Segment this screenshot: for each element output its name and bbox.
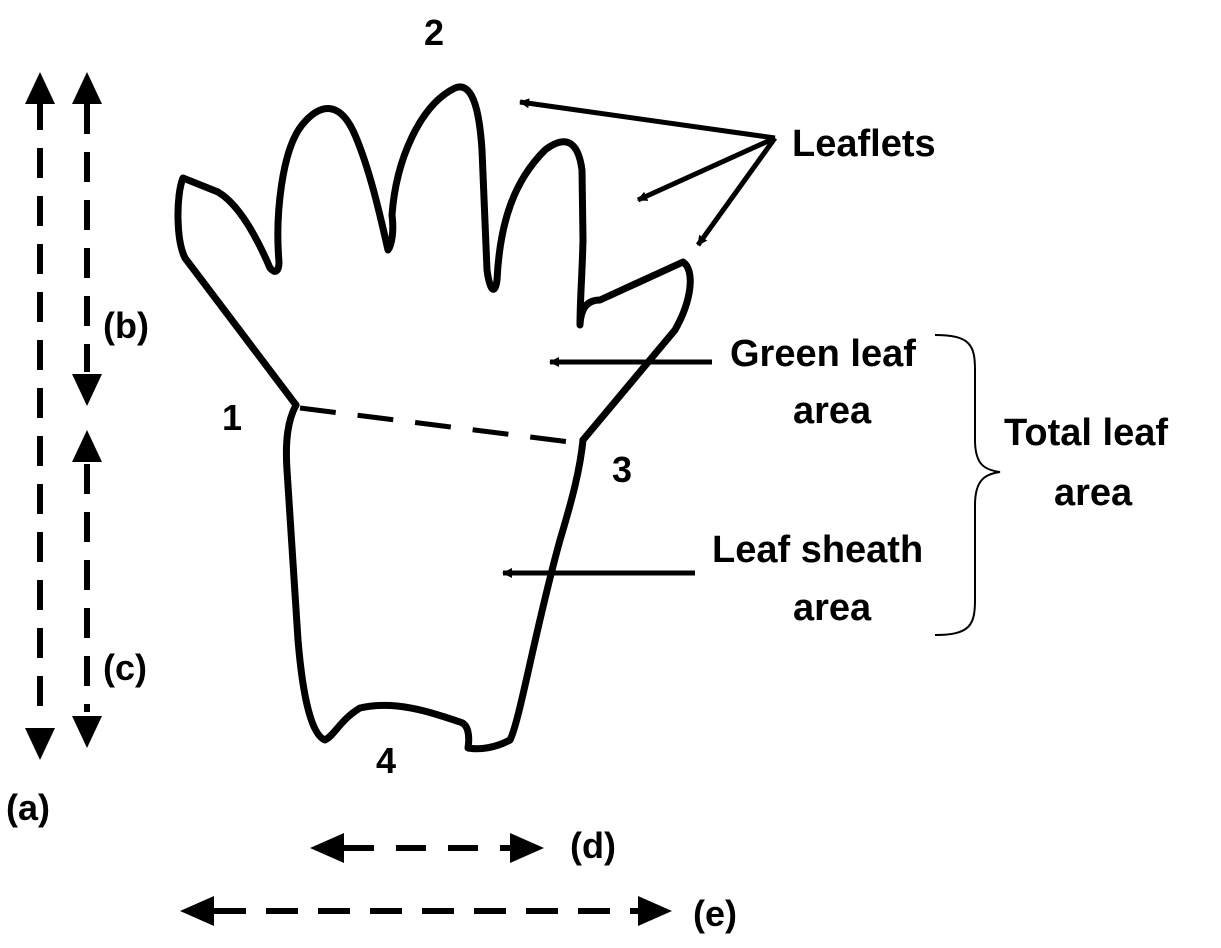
dimension-c [72,430,102,748]
dimension-c-arrow-top [72,430,102,462]
dimension-a [25,72,55,760]
point-label-1: 1 [222,397,242,438]
green-leaf-area-label-line1: Green leaf [730,333,916,375]
point-label-4: 4 [376,740,396,781]
dimension-b-arrow-top [72,72,102,104]
dimension-e-arrow-left [180,896,214,926]
total-leaf-area-brace [935,335,1000,635]
leaflets-arrows [520,102,775,245]
dimension-label-b: (b) [103,305,149,346]
point-label-3: 3 [612,449,632,490]
dimension-c-arrow-bottom [72,716,102,748]
leaf-sheath-outline [286,405,583,749]
dimension-d [310,833,544,863]
dimension-label-a: (a) [6,787,50,828]
leaf-blade-outline [178,87,690,440]
leaflets-label: Leaflets [792,123,936,165]
dimension-d-arrow-left [310,833,344,863]
dimension-e [180,896,672,926]
leaf-sheath-area-label-line1: Leaf sheath [712,529,923,571]
dimension-label-c: (c) [103,647,147,688]
green-leaf-area-label-line2: area [793,390,872,432]
dimension-a-arrow-bottom [25,728,55,760]
dimension-d-arrow-right [510,833,544,863]
total-leaf-area-label-line2: area [1054,472,1133,514]
dimension-label-e: (e) [693,893,737,934]
total-leaf-area-label-line1: Total leaf [1004,412,1168,454]
dimension-b-arrow-bottom [72,374,102,406]
dimension-b [72,72,102,406]
dimension-a-arrow-top [25,72,55,104]
point-label-2: 2 [424,12,444,53]
leaf-sheath-area-label-line2: area [793,587,872,629]
dimension-e-arrow-right [638,896,672,926]
leaflets-arrow-1 [520,102,775,138]
blade-sheath-boundary [300,408,578,443]
dimension-label-d: (d) [570,825,616,866]
